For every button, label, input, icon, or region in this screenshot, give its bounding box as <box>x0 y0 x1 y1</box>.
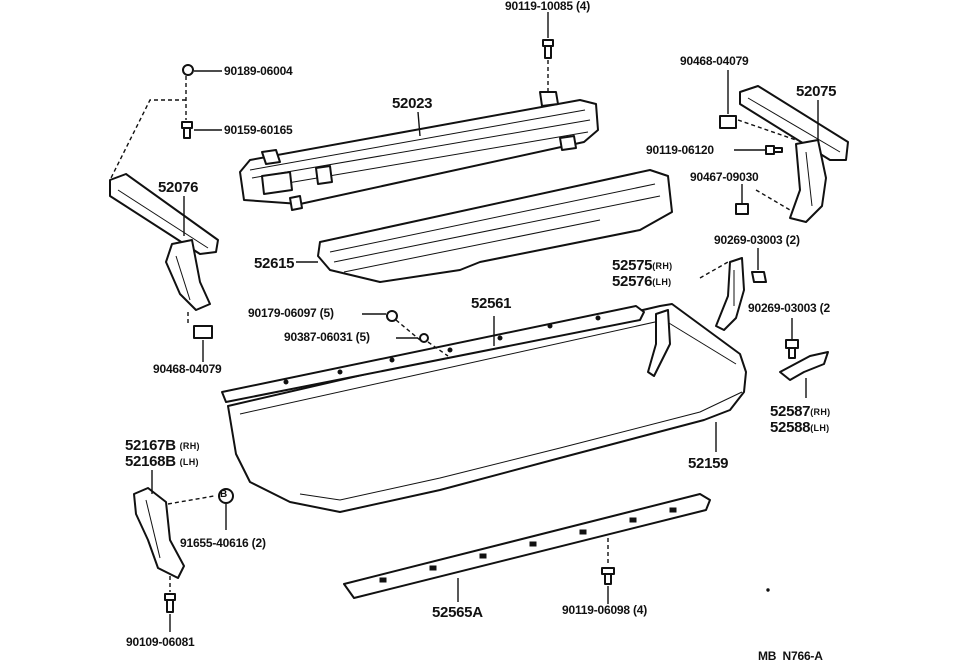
clip-90468-04079-top <box>719 70 797 141</box>
label-52587-side: (RH) <box>810 407 831 417</box>
retainer-52565A <box>343 493 711 602</box>
reinforcement-52023 <box>239 91 599 211</box>
label-90179-06097: 90179-06097 (5) <box>248 306 334 320</box>
label-52575-side: (RH) <box>652 261 673 271</box>
label-52587: 52587(RH) <box>770 403 831 420</box>
label-52561: 52561 <box>471 295 512 312</box>
bolt-90109-06081-icon <box>164 576 176 632</box>
label-52588-side: (LH) <box>810 423 830 433</box>
reference-code: MB N766-A <box>758 649 823 663</box>
label-90119-10085: 90119-10085 (4) <box>505 0 591 13</box>
bracket-52587-52588 <box>779 351 829 398</box>
label-90467-09030: 90467-09030 <box>690 170 759 184</box>
absorber-52615 <box>296 169 673 283</box>
bolt-90159-60165-icon <box>181 121 222 139</box>
label-52575: 52575(RH) <box>612 257 673 274</box>
label-90119-06120: 90119-06120 <box>646 143 714 157</box>
clip-90467-09030-icon <box>735 184 749 215</box>
label-52167B: 52167B (RH) <box>125 437 200 454</box>
bolt-90119-06120-icon <box>734 145 783 155</box>
label-52168B: 52168B (LH) <box>125 453 199 470</box>
label-52615: 52615 <box>254 255 295 272</box>
bolt-90119-06098-icon <box>601 538 615 604</box>
bracket-52076 <box>109 76 219 326</box>
label-52168B-side: (LH) <box>179 457 199 467</box>
nut-90179-06097-icon <box>362 310 421 341</box>
label-52565A: 52565A <box>432 604 483 621</box>
label-90159-60165: 90159-60165 <box>224 123 293 137</box>
label-52576-side: (LH) <box>652 277 672 287</box>
clip-90468-04079-bottom <box>193 325 213 362</box>
label-52588: 52588(LH) <box>770 419 830 436</box>
bracket-52167B-52168B <box>133 470 215 579</box>
clip-90269-03003-b-icon <box>785 318 799 359</box>
label-90119-06098: 90119-06098 (4) <box>562 603 648 617</box>
bumper-cover-52159 <box>227 303 747 513</box>
label-52159: 52159 <box>688 455 729 472</box>
retainer-52575-52576 <box>699 257 745 331</box>
label-90387-06031: 90387-06031 (5) <box>284 330 370 344</box>
clip-90387-06031-icon <box>396 333 449 357</box>
label-52023: 52023 <box>392 95 433 112</box>
label-91655-40616: 91655-40616 (2) <box>180 536 266 550</box>
clip-marker-b: B <box>220 489 228 500</box>
label-52076: 52076 <box>158 179 199 196</box>
label-90109-06081: 90109-06081 <box>126 635 195 649</box>
dot-mark <box>766 588 770 592</box>
bolt-90119-10085-icon <box>542 12 554 92</box>
label-90189-06004: 90189-06004 <box>224 64 293 78</box>
label-90269-03003-b: 90269-03003 (2 <box>748 301 830 315</box>
label-52167B-side: (RH) <box>179 441 200 451</box>
clip-91655-40616-icon <box>218 488 234 530</box>
bracket-52075 <box>739 85 849 223</box>
label-52576: 52576(LH) <box>612 273 672 290</box>
moulding-52561 <box>221 305 645 403</box>
label-90468-04079-bottom: 90468-04079 <box>153 362 222 376</box>
label-90269-03003-a: 90269-03003 (2) <box>714 233 800 247</box>
label-52075: 52075 <box>796 83 837 100</box>
nut-90189-06004-icon <box>182 64 222 76</box>
clip-90269-03003-a-icon <box>751 248 767 283</box>
label-90468-04079-top: 90468-04079 <box>680 54 749 68</box>
